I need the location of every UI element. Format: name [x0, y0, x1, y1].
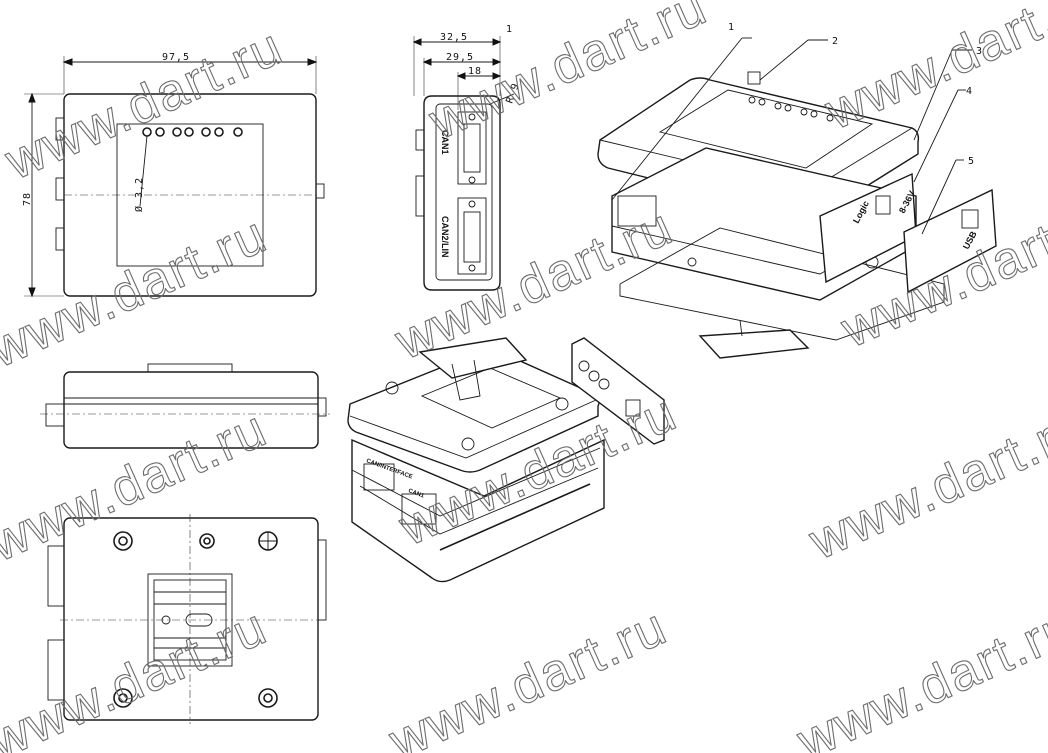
bottom-view	[47, 514, 327, 724]
callout-3: 3	[976, 46, 982, 57]
hole-diameter-label: Ø 3,2	[133, 177, 145, 212]
iso-led-holes	[748, 96, 834, 122]
callout-2: 2	[832, 36, 838, 47]
callout-4: 4	[966, 86, 972, 97]
front-elevation	[40, 363, 330, 449]
can2lin-label: CAN2/LIN	[440, 216, 450, 258]
watermark-text: www.dart.ru	[816, 0, 1048, 141]
watermark-text: www.dart.ru	[788, 597, 1048, 753]
depth-connector-dimension: 18	[468, 66, 482, 77]
width-dimension: 97,5	[162, 52, 190, 63]
point-ref-label: 1	[506, 24, 512, 35]
watermark-text: www.dart.ru	[380, 597, 675, 753]
led-holes	[142, 127, 243, 137]
watermark-text: www.dart.ru	[800, 397, 1048, 571]
callout-1: 1	[728, 22, 734, 33]
depth-total-dimension: 32,5	[440, 32, 468, 43]
callout-5: 5	[968, 156, 974, 167]
assembly-isometric-view: CAN/INTERFACE CAN1	[347, 337, 665, 583]
top-view: Ø 3,2 97,5 78	[22, 52, 325, 298]
can-small-label: CAN1	[407, 488, 425, 499]
can1-label: CAN1	[440, 130, 450, 155]
side-view: CAN1 CAN2/LIN 32,5 29,5 18 1 R 9	[412, 24, 522, 291]
height-dimension: 78	[22, 192, 33, 206]
mounting-screws	[113, 531, 278, 708]
depth-inner-dimension: 29,5	[446, 52, 474, 63]
exploded-isometric-view: Logic 8-36V USB 1 2 3 4 5	[597, 22, 997, 359]
